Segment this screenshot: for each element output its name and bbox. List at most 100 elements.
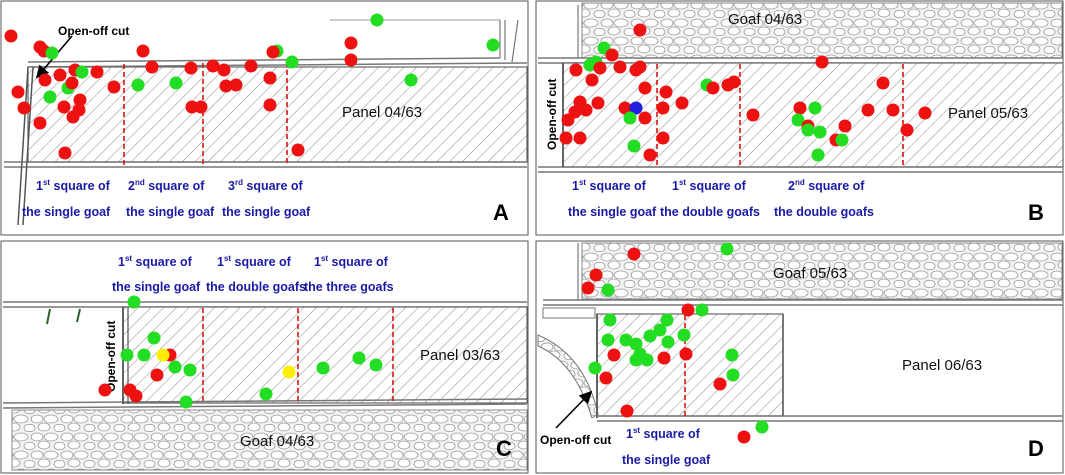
event-marker-green [660,313,674,327]
event-marker-red [656,101,670,115]
square-label-a1-line2: the single goaf [22,205,111,219]
event-marker-green [168,360,182,374]
event-marker-green [316,361,330,375]
event-marker-red [815,55,829,69]
event-marker-red [861,103,875,117]
square-label-c3-line2: the three goafs [304,280,394,294]
roadway-line [2,403,528,409]
event-marker-red [291,143,305,157]
event-marker-yellow [282,365,296,379]
event-marker-red [706,81,720,95]
event-marker-red [607,348,621,362]
square-label-c1-line2: the single goaf [112,280,201,294]
event-marker-green [629,337,643,351]
goaf-d-area [581,242,1063,300]
event-marker-green [179,395,193,409]
panel-a-letter: A [493,200,509,225]
event-marker-red [217,63,231,77]
event-marker-red [581,281,595,295]
event-marker-red [681,303,695,317]
event-marker-green [147,331,161,345]
event-marker-green [183,363,197,377]
events-b [559,23,932,162]
event-marker-red [638,111,652,125]
event-marker-red [344,36,358,50]
event-marker-green [643,329,657,343]
event-marker-red [659,85,673,99]
square-label-b3-line2: the double goafs [774,205,874,219]
panel-d: Goaf 05/63 Open-off cut Panel 06/63 1st … [535,240,1064,474]
event-marker-red [219,79,233,93]
event-marker-red [11,85,25,99]
event-marker-red [263,98,277,112]
event-marker-red [713,377,727,391]
event-marker-green [653,323,667,337]
event-marker-red [17,101,31,115]
event-marker-red [643,148,657,162]
event-marker-green [720,242,734,256]
open-off-cut-arrow [555,390,593,429]
event-marker-green [486,38,500,52]
event-marker-green [127,295,141,309]
event-marker-red [53,68,67,82]
event-marker-green [627,139,641,153]
event-marker-red [66,110,80,124]
square-label-d1-line2: the single goaf [622,453,711,467]
event-marker-red [656,131,670,145]
event-marker-red [344,53,358,67]
event-marker-green [404,73,418,87]
event-marker-red [559,131,573,145]
panel-d-label: Panel 06/63 [902,357,982,374]
event-marker-green [45,46,59,60]
events-c [98,295,383,409]
panel-d-body [596,313,784,417]
event-marker-red [657,351,671,365]
panel-c: Goaf 04/63 Open-off cut Panel 03/63 1st … [0,240,529,474]
roadway-line [2,398,528,404]
square-label-c2-line2: the double goafs [206,280,306,294]
event-marker-red [585,73,599,87]
event-marker-green [75,65,89,79]
event-marker-green [808,101,822,115]
event-marker-red [633,23,647,37]
event-marker-red [638,81,652,95]
roadway-line [46,308,51,325]
event-marker-red [266,45,280,59]
event-marker-red [886,103,900,117]
event-marker-red [591,96,605,110]
square-label-b3-line1: 2nd square of [788,178,865,193]
panel-a: Open-off cut Panel 04/63 1st square of t… [0,0,529,236]
event-marker-green [629,353,643,367]
event-marker-red [876,76,890,90]
event-marker-red [618,101,632,115]
panel-b: Goaf 04/63 Open-off cut Panel 05/63 1st … [535,0,1064,236]
goaf-b-label: Goaf 04/63 [728,11,802,28]
event-marker-green [259,387,273,401]
event-marker-red [73,93,87,107]
event-marker-red [579,103,593,117]
event-marker-green [623,111,637,125]
square-label-c2-line1: 1st square of [217,254,292,269]
event-marker-red [900,123,914,137]
square-label-b2-line1: 1st square of [672,178,747,193]
square-label-a2-line2: the single goaf [126,205,215,219]
event-marker-red [98,383,112,397]
event-marker-green [137,348,151,362]
square-label-c1-line1: 1st square of [118,254,193,269]
event-marker-red [65,76,79,90]
event-marker-green [835,133,849,147]
event-marker-red [129,389,143,403]
event-marker-green [726,368,740,382]
square-label-b2-line2: the double goafs [660,205,760,219]
event-marker-red [675,96,689,110]
event-marker-red [184,61,198,75]
open-off-cut-line [22,66,34,226]
square-label-a1-line1: 1st square of [36,178,111,193]
event-marker-red [613,60,627,74]
goaf-b-area [581,2,1063,59]
open-off-cut-label: Open-off cut [545,79,559,150]
event-marker-green [285,55,299,69]
event-marker-red [185,100,199,114]
event-marker-green [813,125,827,139]
